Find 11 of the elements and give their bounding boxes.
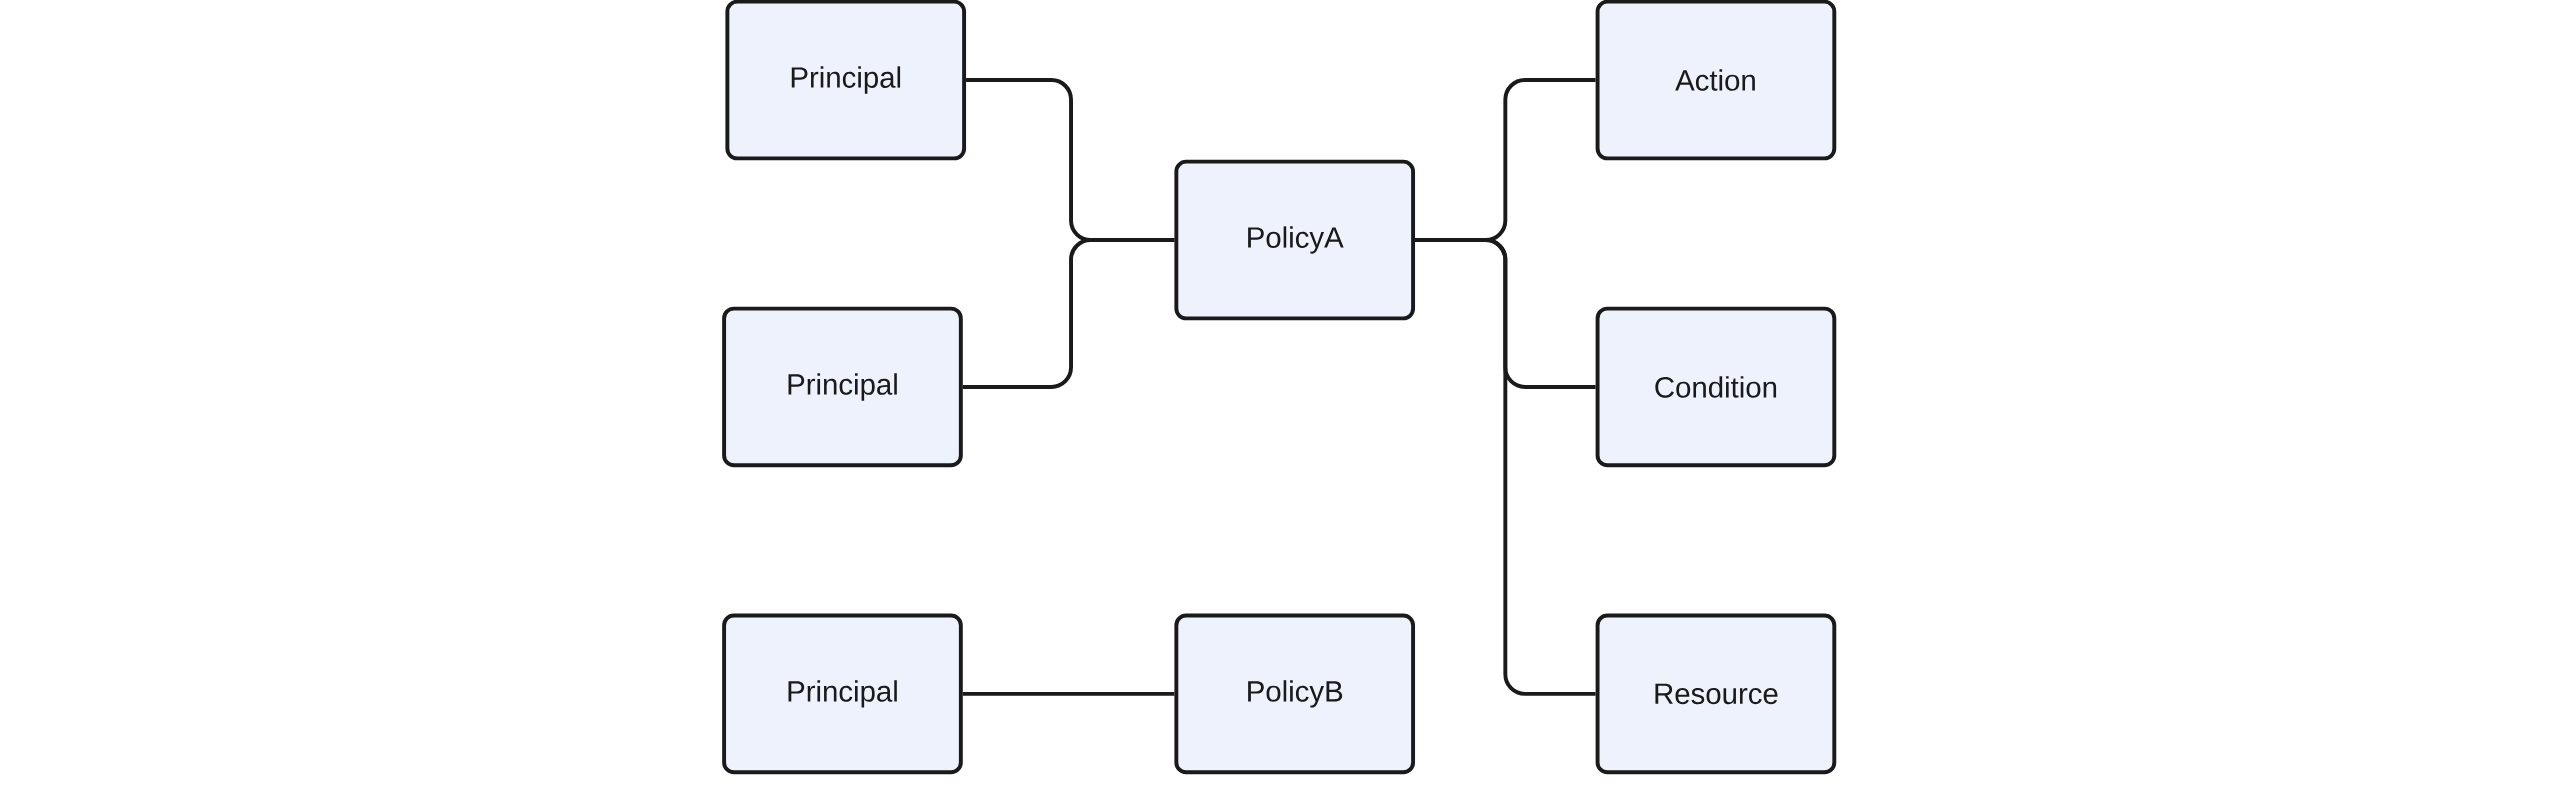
connector-line [962, 238, 1175, 389]
process-box: Condition [1595, 306, 1837, 468]
process-box: Principal [722, 306, 963, 468]
process-box: Principal [722, 613, 963, 775]
process-box: Principal [725, 0, 967, 161]
connector-line [1415, 238, 1596, 696]
process-box: Action [1595, 0, 1837, 161]
process-box: PolicyA [1174, 159, 1416, 321]
process-box: PolicyB [1174, 613, 1416, 775]
process-box: Resource [1595, 613, 1837, 775]
connector-line [962, 691, 1175, 696]
